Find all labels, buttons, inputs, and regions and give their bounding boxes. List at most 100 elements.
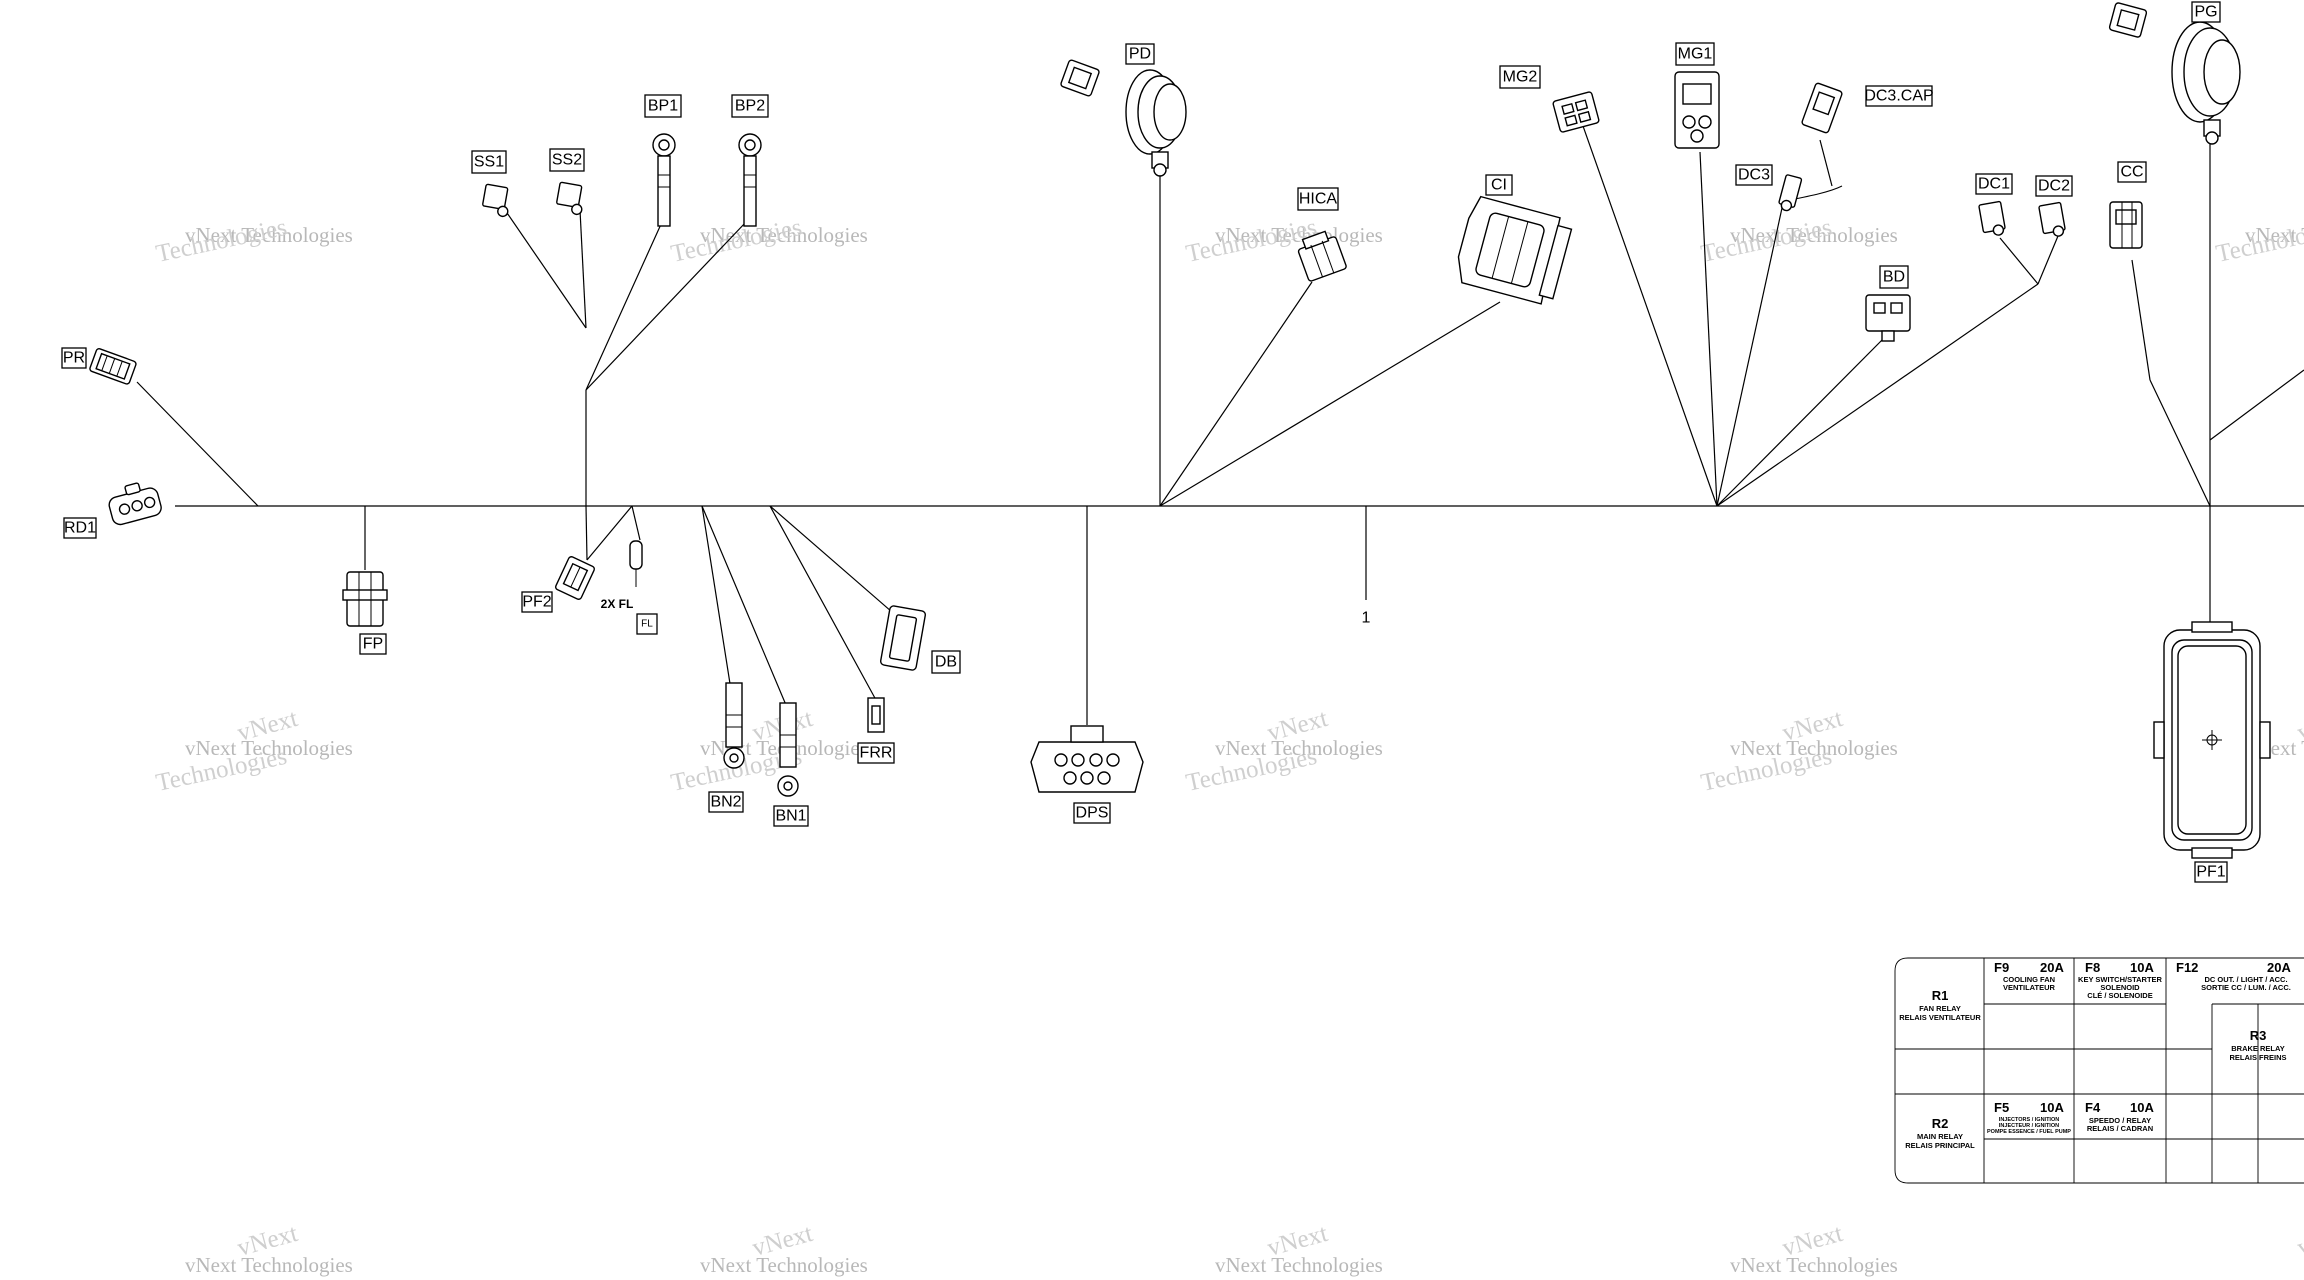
wire-cc [2131,259,2151,381]
mg2-connector-icon [1552,91,1600,133]
svg-text:RELAIS PRINCIPAL: RELAIS PRINCIPAL [1905,1141,1975,1150]
svg-text:vNext Technologies: vNext Technologies [185,223,353,247]
svg-text:vNext Technologies: vNext Technologies [2245,223,2304,247]
label-bn2: BN2 [708,791,744,813]
fp-connector-icon [342,571,388,627]
wire-fl [631,505,641,541]
svg-text:1: 1 [1362,610,1371,627]
cc-connector-icon [2109,201,2143,249]
svg-text:BP1: BP1 [648,98,678,115]
watermark: vNext Technologies Technologies [1699,214,1898,268]
dc3cap-connector-icon [1801,82,1843,134]
label-fl-qty: 2X FL [601,597,634,611]
wire-ss2 [579,209,587,329]
watermark: vNext vNext Technologies Technologies [1699,705,1898,797]
label-bp2: BP2 [731,94,769,118]
watermark: vNext vNext Technologies [1730,1220,1898,1277]
label-mg1: MG1 [1675,42,1715,66]
svg-text:VENTILATEUR: VENTILATEUR [2003,983,2056,992]
watermark: vNext vNext Technologies Technologies [669,705,868,797]
svg-text:F4: F4 [2085,1100,2101,1115]
fuse-relay-table: R1 FAN RELAY RELAIS VENTILATEUR F9 20A C… [1894,957,2304,1184]
bn2-ring-terminal-icon [723,682,745,769]
wire-mg2 [1582,125,1718,507]
svg-text:BRAKE RELAY: BRAKE RELAY [2231,1044,2284,1053]
bd-connector-icon [1865,294,1911,342]
svg-text:PR: PR [63,350,85,367]
svg-text:vNext Technologies: vNext Technologies [185,736,353,760]
watermark: vNext Technologies Technologies [1184,214,1383,268]
wire-dc2 [2037,235,2059,285]
label-cc: CC [2117,161,2147,183]
wire-bp1 [585,221,663,391]
svg-text:DC3: DC3 [1738,167,1770,184]
label-dc2: DC2 [2035,175,2073,197]
svg-text:F9: F9 [1994,960,2009,975]
label-dc1: DC1 [1975,173,2013,195]
svg-text:vNext Technologies: vNext Technologies [700,223,868,247]
svg-text:R1: R1 [1932,988,1949,1003]
svg-text:CC: CC [2120,164,2143,181]
watermark: vNext vNext Technologies [700,1220,868,1277]
svg-text:CI: CI [1491,177,1507,194]
svg-text:RELAIS / CADRAN: RELAIS / CADRAN [2087,1124,2153,1133]
label-dc3: DC3 [1735,164,1773,186]
db-connector-icon [879,605,927,671]
svg-text:Technologies: Technologies [2214,214,2304,268]
wire-bd [1716,334,1888,507]
bn1-ring-terminal-icon [777,702,799,797]
label-ci: CI [1485,174,1513,196]
watermark: vNext vNext Technologies Technologies [154,705,353,797]
svg-text:F12: F12 [2176,960,2198,975]
ss2-connector-icon [556,181,583,216]
svg-text:vNext Technologies: vNext Technologies [185,1253,353,1277]
wire-dc1 [1999,237,2039,285]
bp1-ring-terminal-icon [652,133,676,227]
svg-text:PD: PD [1129,46,1151,63]
svg-text:POMPE ESSENCE / FUEL PUMP: POMPE ESSENCE / FUEL PUMP [1987,1129,2071,1135]
watermark: vNext Technologies Technologies [669,214,868,268]
svg-text:R2: R2 [1932,1116,1949,1131]
wire-frr [769,505,877,701]
wire-pf2b [586,505,633,561]
watermark: vNext [2295,1220,2304,1262]
table-frame [1894,957,2304,1184]
harness-wires [136,125,2304,725]
svg-text:Technologies: Technologies [1184,214,1320,268]
label-pr: PR [61,347,87,369]
label-dps: DPS [1073,802,1111,824]
fuse-f5: F5 10A INJECTORS / IGNITION INJECTEUR / … [1987,1100,2071,1135]
wire-pr [136,381,259,507]
svg-text:CLÉ / SOLENOIDE: CLÉ / SOLENOIDE [2087,991,2152,1000]
svg-text:HICA: HICA [1299,191,1338,208]
fuse-f12: F12 20A DC OUT. / LIGHT / ACC. SORTIE CC… [2176,960,2291,992]
pf1-fusebox-icon [2153,621,2271,859]
svg-text:FRR: FRR [860,745,893,762]
wire-dc3cap [1819,139,1833,187]
label-bd: BD [1879,265,1909,289]
wire-dc-branch [1716,283,2039,507]
svg-text:FAN RELAY: FAN RELAY [1919,1004,1961,1013]
ci-connector-icon [1457,195,1573,305]
label-pf2: PF2 [521,591,553,613]
svg-text:RELAIS FREINS: RELAIS FREINS [2229,1053,2286,1062]
pf2-connector-icon [554,556,596,600]
mg1-connector-icon [1674,71,1720,149]
svg-text:DC OUT. / LIGHT / ACC.: DC OUT. / LIGHT / ACC. [2204,975,2287,984]
wire-bn1 [701,505,787,706]
wire-bp2 [585,221,747,391]
svg-text:DPS: DPS [1076,805,1109,822]
svg-text:FL: FL [641,619,653,630]
ss1-connector-icon [482,183,509,218]
svg-text:RELAIS VENTILATEUR: RELAIS VENTILATEUR [1899,1013,1981,1022]
svg-text:vNext Technologies: vNext Technologies [1215,223,1383,247]
wire-mg1 [1699,151,1718,507]
dps-connector-icon [1030,725,1144,793]
svg-text:20A: 20A [2267,960,2291,975]
svg-text:R3: R3 [2250,1028,2267,1043]
svg-text:DC1: DC1 [1978,176,2010,193]
svg-text:DC2: DC2 [2038,178,2070,195]
svg-text:F5: F5 [1994,1100,2009,1115]
connector-labels: PR RD1 FP SS1 SS2 BP1 BP2 PF2 2X FL FL B… [61,1,2228,883]
